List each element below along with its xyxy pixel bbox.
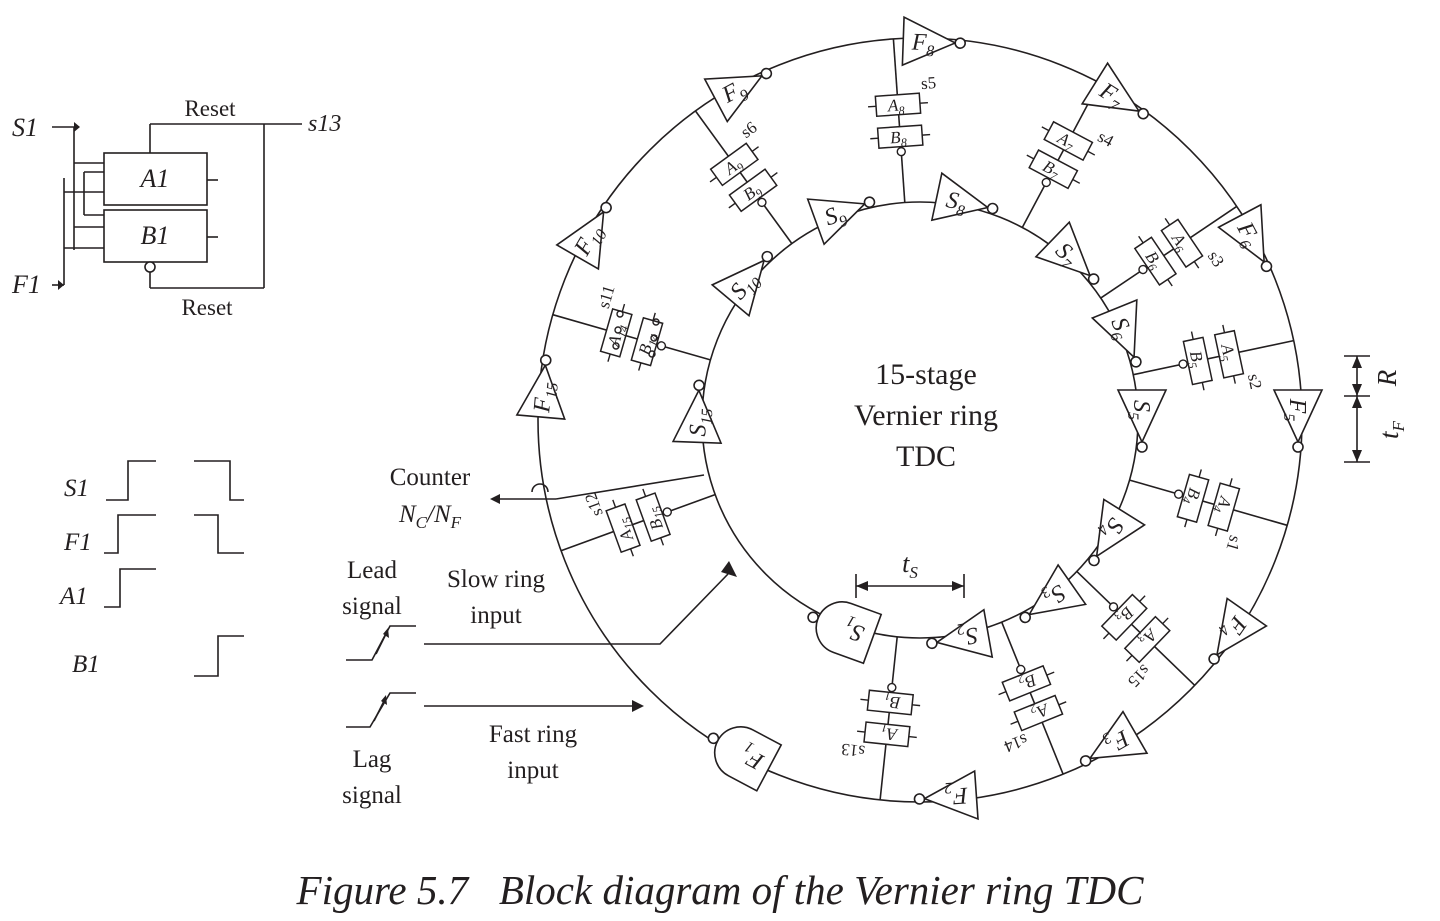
wave-label-a1: A1 [58, 583, 88, 610]
lag-signal-label-2: signal [342, 782, 402, 809]
fast-stage-f6: F6 [1217, 203, 1273, 273]
cell-input-f1-label: F1 [11, 270, 41, 299]
center-label-line1: 15-stage [875, 358, 977, 391]
slow-stage-s9: S9 [806, 196, 876, 246]
lead-signal-label-1: Lead [347, 557, 397, 584]
ts-label: tS [902, 549, 918, 582]
center-label-line2: Vernier ring [854, 399, 998, 432]
counter-ratio-label: NC/NF [398, 501, 462, 532]
fast-input-label-1: Fast ring [489, 721, 578, 748]
cell-a1-label: A1 [139, 164, 170, 193]
slow-input-label-1: Slow ring [447, 566, 545, 593]
slow-stage-s10: S10 [710, 250, 774, 318]
fast-stage-f9: F9 [703, 67, 773, 123]
wave-label-f1: F1 [63, 529, 92, 556]
center-label-line3: TDC [896, 440, 956, 473]
slow-stage-s6: S6 [1090, 298, 1142, 368]
waveforms [104, 460, 244, 677]
slow-stage-s1: S1 [807, 601, 883, 665]
arbiter-signal-s1: s1 [1222, 533, 1244, 553]
slow-stage-s5: S5 [1116, 389, 1168, 453]
slow-stage-s8: S8 [930, 171, 999, 222]
cell-input-s1-label: S1 [12, 113, 38, 142]
wave-label-s1: S1 [64, 475, 89, 502]
fast-stage-f3: F3 [1079, 710, 1149, 767]
fast-stage-f1: F1 [707, 726, 783, 792]
arbiter-signal-s4: s4 [1095, 127, 1118, 151]
input-signals [346, 474, 737, 728]
arbiter-signal-s3: s3 [1204, 247, 1228, 270]
fast-stage-f5: F5 [1272, 389, 1324, 453]
fast-stage-f7: F7 [1080, 61, 1149, 120]
arbiter-spokes [552, 38, 1294, 800]
cell-reset-top-label: Reset [184, 96, 236, 121]
arbiter-signal-s5: s5 [920, 73, 936, 93]
cell-detail [52, 122, 302, 290]
arbiter-signal-s14: s14 [1001, 730, 1030, 757]
wave-label-b1: B1 [72, 651, 100, 678]
r-label: R [1372, 369, 1402, 387]
arbiter-signal-s6: s6 [737, 118, 760, 142]
slow-stage-s15: S15 [671, 379, 723, 444]
figure-caption: Figure 5.7 Block diagram of the Vernier … [296, 867, 1144, 913]
fast-stage-f15: F15 [515, 354, 566, 420]
fast-stage-f8: F8 [901, 15, 966, 67]
arbiter-signal-s13: s13 [840, 740, 865, 761]
fast-stage-f2: F2 [913, 769, 979, 821]
a1-block [103, 152, 208, 206]
omitted-stages-dots [612, 310, 660, 358]
dimension-markers [855, 355, 1370, 598]
fast-input-label-2: input [507, 757, 558, 784]
cell-b1-label: B1 [141, 221, 170, 250]
slow-stage-s2: S2 [926, 608, 994, 659]
arbiter-signal-s11: s11 [594, 283, 619, 310]
cell-output-label: s13 [308, 111, 341, 137]
lead-signal-label-2: signal [342, 593, 402, 620]
fast-stage-f4: F4 [1208, 597, 1268, 665]
cell-reset-bottom-label: Reset [181, 295, 233, 320]
svg-text:B2: B2 [1016, 667, 1039, 694]
b1-block [103, 209, 208, 263]
tf-label: tF [1374, 420, 1408, 439]
fast-stage-f10: F10 [555, 201, 612, 271]
slow-stage-s7: S7 [1034, 220, 1100, 285]
slow-stage-s3: S3 [1019, 563, 1088, 624]
counter-label: Counter [390, 464, 471, 491]
slow-input-label-2: input [470, 602, 521, 629]
lag-signal-label-1: Lag [353, 746, 392, 773]
arbiter-signal-s2: s2 [1244, 372, 1266, 391]
arbiter-signal-s15: s15 [1124, 661, 1154, 691]
